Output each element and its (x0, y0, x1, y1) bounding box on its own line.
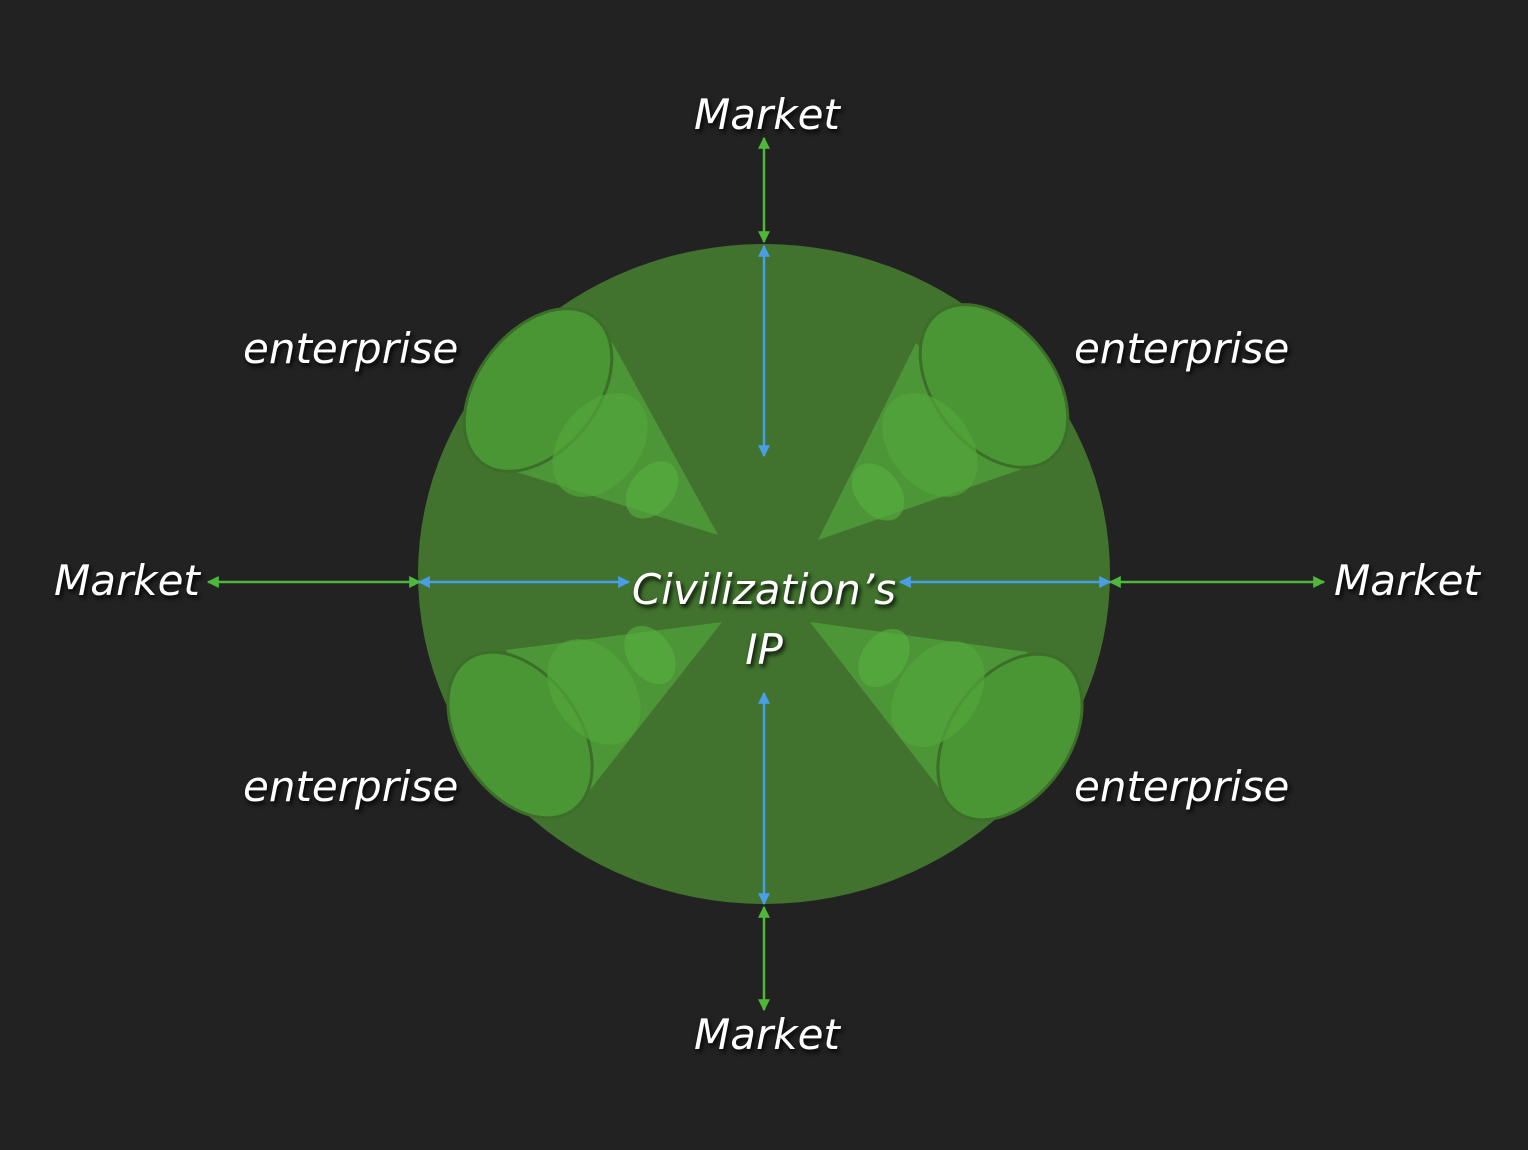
center-label: Civilization’s IP (604, 560, 924, 680)
enterprise-label-bottom-left: enterprise (243, 762, 459, 811)
market-label-left: Market (54, 556, 200, 605)
market-label-top: Market (694, 90, 840, 139)
market-label-right: Market (1334, 556, 1480, 605)
center-label-line1: Civilization’s (631, 565, 897, 614)
market-label-bottom: Market (694, 1010, 840, 1059)
cone-bottom-left (446, 622, 722, 820)
center-label-line2: IP (745, 625, 783, 674)
cone-top-left (462, 307, 718, 535)
cone-bottom-right (810, 622, 1084, 822)
cone-top-right (818, 303, 1070, 540)
enterprise-label-bottom-right: enterprise (1074, 762, 1290, 811)
enterprise-label-top-right: enterprise (1074, 324, 1290, 373)
enterprise-label-top-left: enterprise (243, 324, 459, 373)
